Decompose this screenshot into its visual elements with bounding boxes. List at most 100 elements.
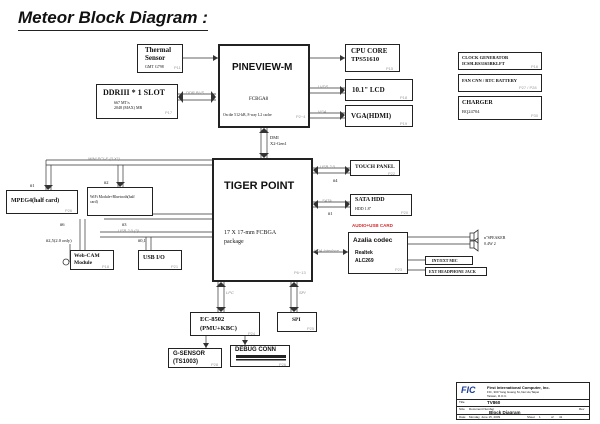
- mpeg-num: #1: [30, 183, 35, 188]
- ec-page: P24: [248, 331, 256, 336]
- spi-box: SPI P25: [277, 312, 317, 332]
- azalia-bus-label: HDA Interface: [314, 248, 339, 253]
- sheet-label: Sheet: [527, 415, 535, 419]
- usb-io-label: USB I/O: [143, 255, 165, 261]
- ec-label: EC-8502: [200, 316, 225, 323]
- headphone-box: EXT HEADPHONE JACK: [425, 267, 487, 276]
- vga-label: VGA(HDMI): [351, 112, 392, 120]
- of-value: 41: [559, 415, 563, 419]
- charger-page: P30: [531, 113, 539, 118]
- clock-generator-box: CLOCK GENERATOR ICS9LRS3165BKLFT P16: [458, 52, 542, 70]
- pineview-page: P2~4: [296, 114, 306, 119]
- audio-page: P23: [395, 267, 403, 272]
- spi-page: P25: [307, 326, 315, 331]
- mic-box: INT/EXT MIC: [425, 256, 473, 265]
- webcam-module-label: Module: [74, 260, 93, 266]
- fan-rtc-box: FAN CNN / RTC BATTERY P27 / P28: [458, 74, 542, 92]
- azalia-label: Azalia codec: [353, 237, 393, 244]
- charger-box: CHARGER BQ24704 P30: [458, 96, 542, 120]
- wifi-label-2: card): [90, 200, 98, 204]
- pineview-package: FCBGA8: [249, 97, 269, 102]
- usb-num-3: #3: [122, 222, 127, 227]
- ddr-size: 2048 (MAX) MB: [114, 105, 143, 110]
- webcam-box: Web-CAM Module P18: [70, 250, 114, 270]
- thermal-sensor-box: Thermal Sensor GMT G798 P11: [137, 44, 183, 73]
- lcd-page: P18: [400, 95, 408, 100]
- touch-panel-page: P22: [388, 171, 396, 176]
- thermal-part: GMT G798: [145, 64, 164, 69]
- fan-page: P27 / P28: [519, 85, 537, 90]
- title-block: FIC First International Computer, Inc. F…: [456, 382, 590, 420]
- lvds-bus-label: LVDS: [318, 84, 329, 89]
- g-sensor-label: G-SENSOR: [173, 351, 206, 357]
- sheet-value: 1: [539, 415, 541, 419]
- debug-conn-page: P26: [279, 362, 287, 367]
- usb-io-box: USB I/O P21: [138, 250, 182, 270]
- tiger-point-label: TIGER POINT: [224, 180, 295, 192]
- mic-label: INT/EXT MIC: [432, 258, 458, 263]
- pineview-cache: On die 512-kB, 8-way L2 cache: [223, 113, 272, 117]
- speaker-label: n"SPEAKER: [484, 235, 506, 240]
- wifi-num: #2: [104, 180, 109, 185]
- company-name: First International Computer, Inc.: [487, 385, 550, 390]
- webcam-label: Web-CAM: [74, 253, 100, 259]
- company-country: Taiwan, R.O.C.: [487, 394, 508, 398]
- clock-part: ICS9LRS3165BKLFT: [462, 61, 505, 66]
- cpu-core-part: TPS51610: [351, 56, 380, 63]
- usb-bus-label: USB 2.0 (3): [118, 228, 139, 233]
- cpu-core-box: CPU CORE TPS51610 P15: [345, 44, 400, 72]
- sata-num: #1: [328, 211, 333, 216]
- pineview-box: PINEVIEW-M FCBGA8 On die 512-kB, 8-way L…: [218, 44, 310, 128]
- ddr-bus-label: DDR BUS: [186, 90, 205, 95]
- of-label: of: [551, 415, 554, 419]
- wifi-bluetooth-box: WiFi Module+Bluetooth(half card): [87, 187, 153, 216]
- size-field-label: Size: [459, 407, 465, 411]
- docno-field-label: Document Number: [469, 407, 495, 411]
- tiger-point-page: P6~13: [294, 270, 306, 275]
- debug-conn-box: DEBUG CONN P26: [230, 345, 290, 367]
- mpeg4-box: MPEG4(half card) P26: [6, 190, 78, 214]
- usb-io-ports-label: #0,1: [138, 238, 146, 243]
- sata-sub: HDD 1.8": [355, 206, 372, 211]
- ddr-slot-box: DDRIII * 1 SLOT 667 MT/s 2048 (MAX) MB P…: [96, 84, 178, 119]
- sata-hdd-box: SATA HDD HDD 1.8" P20: [350, 194, 412, 216]
- clock-page: P16: [531, 64, 539, 69]
- lcd-label: 10.1" LCD: [352, 86, 385, 94]
- charger-part: BQ24704: [462, 109, 480, 114]
- sata-bus-label: SATA: [322, 198, 332, 203]
- title-field-label: Title: [459, 400, 465, 404]
- lpc-bus-label: LPC: [226, 290, 234, 295]
- tiger-point-box: TIGER POINT 17 X 17-mm FCBGA package P6~…: [212, 158, 313, 282]
- usb-io-page: P21: [171, 264, 179, 269]
- realtek-label: Realtek: [355, 250, 373, 256]
- clock-label: CLOCK GENERATOR: [462, 55, 509, 60]
- cpu-core-page: P15: [386, 66, 394, 71]
- vga-bus-label: VGA: [318, 109, 327, 114]
- tiger-point-spec: 17 X 17-mm FCBGA: [224, 230, 277, 236]
- mpeg4-page: P26: [65, 208, 73, 213]
- pineview-label: PINEVIEW-M: [232, 62, 293, 73]
- sata-label: SATA HDD: [355, 197, 385, 203]
- usb-num-6: #6: [60, 222, 65, 227]
- date-label: Date:: [459, 415, 467, 419]
- ddr-speed: 667 MT/s: [114, 100, 130, 105]
- ddr-label: DDRIII * 1 SLOT: [103, 88, 166, 97]
- debug-connector-icon: [236, 355, 286, 361]
- fan-label: FAN CNN / RTC BATTERY: [462, 78, 518, 83]
- date-value: Monday, June 15, 2009: [469, 415, 501, 419]
- cpu-core-label: CPU CORE: [351, 47, 388, 55]
- speaker-spec: 0.4W 2: [484, 241, 496, 246]
- wifi-label: WiFi Module+Bluetooth(half: [90, 195, 135, 199]
- touch-num: #4: [333, 178, 338, 183]
- webcam-icon: [62, 258, 70, 266]
- g-sensor-part: (TS1003): [173, 359, 199, 365]
- headphone-label: EXT HEADPHONE JACK: [429, 269, 476, 274]
- sata-page: P20: [401, 210, 409, 215]
- sensor-label: Sensor: [145, 54, 166, 62]
- speaker-icon: [469, 229, 479, 252]
- dmi-label: DMI: [270, 135, 279, 140]
- ec-box: EC-8502 (PMU+KBC) P24: [190, 312, 260, 336]
- spi-bus-label: SPI: [299, 290, 306, 295]
- lcd-box: 10.1" LCD P18: [345, 79, 413, 101]
